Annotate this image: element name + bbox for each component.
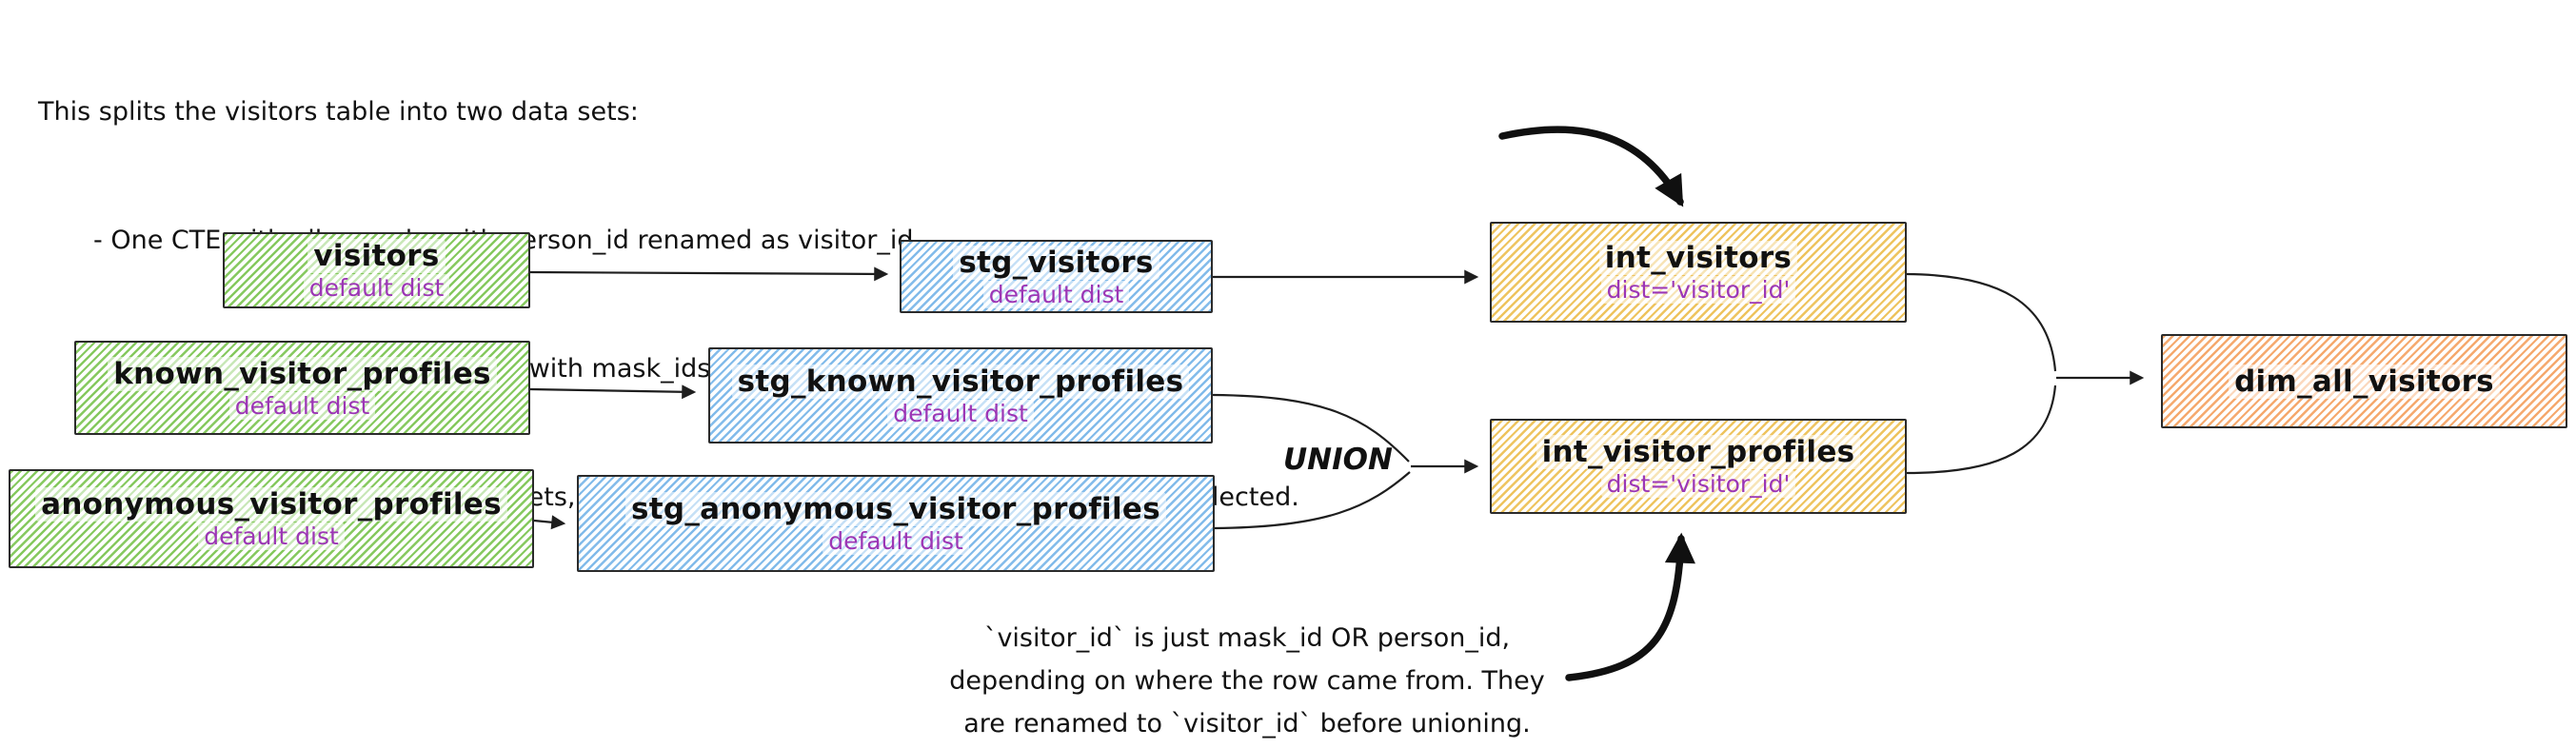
curve-int-visitor-profiles-to-merge <box>1906 384 2057 475</box>
node-int-visitor-profiles[interactable]: int_visitor_profiles dist='visitor_id' <box>1490 419 1907 514</box>
node-title: stg_anonymous_visitor_profiles <box>625 492 1166 526</box>
thick-arrow-top-note-to-int-visitors <box>1498 126 1684 207</box>
node-title: known_visitor_profiles <box>108 356 497 391</box>
bottom-annotation-line: `visitor_id` is just mask_id OR person_i… <box>983 623 1511 653</box>
node-title: stg_visitors <box>953 245 1159 280</box>
node-title: stg_known_visitor_profiles <box>731 364 1190 399</box>
union-label: UNION <box>1283 443 1393 477</box>
node-subtitle: default dist <box>228 391 376 420</box>
node-subtitle: default dist <box>982 280 1130 308</box>
node-title: anonymous_visitor_profiles <box>35 487 507 522</box>
node-subtitle: default dist <box>822 527 969 555</box>
node-title: visitors <box>307 239 446 273</box>
node-subtitle: dist='visitor_id' <box>1600 276 1796 304</box>
node-title: dim_all_visitors <box>2229 364 2500 399</box>
node-known-visitor-profiles[interactable]: known_visitor_profiles default dist <box>74 341 530 435</box>
node-int-visitors[interactable]: int_visitors dist='visitor_id' <box>1490 222 1907 323</box>
node-stg-known-visitor-profiles[interactable]: stg_known_visitor_profiles default dist <box>708 347 1213 443</box>
bottom-annotation-line: depending on where the row came from. Th… <box>949 666 1545 696</box>
node-title: int_visitor_profiles <box>1536 435 1861 469</box>
curve-int-visitors-to-merge <box>1906 272 2057 372</box>
node-anonymous-visitor-profiles[interactable]: anonymous_visitor_profiles default dist <box>9 469 534 568</box>
node-dim-all-visitors[interactable]: dim_all_visitors <box>2161 334 2567 428</box>
node-subtitle: default dist <box>198 522 345 550</box>
bottom-annotation-line: are renamed to `visitor_id` before union… <box>963 709 1531 739</box>
node-visitors[interactable]: visitors default dist <box>223 232 530 308</box>
node-title: int_visitors <box>1598 241 1798 275</box>
node-subtitle: default dist <box>303 274 450 302</box>
node-stg-visitors[interactable]: stg_visitors default dist <box>900 240 1213 313</box>
node-subtitle: default dist <box>887 399 1034 427</box>
node-subtitle: dist='visitor_id' <box>1600 470 1796 498</box>
node-stg-anonymous-visitor-profiles[interactable]: stg_anonymous_visitor_profiles default d… <box>577 475 1215 572</box>
top-annotation-line: This splits the visitors table into two … <box>38 97 639 127</box>
thick-arrow-bottom-note-to-int-visitor-profiles <box>1565 532 1695 681</box>
bottom-annotation: `visitor_id` is just mask_id OR person_i… <box>909 617 1585 745</box>
